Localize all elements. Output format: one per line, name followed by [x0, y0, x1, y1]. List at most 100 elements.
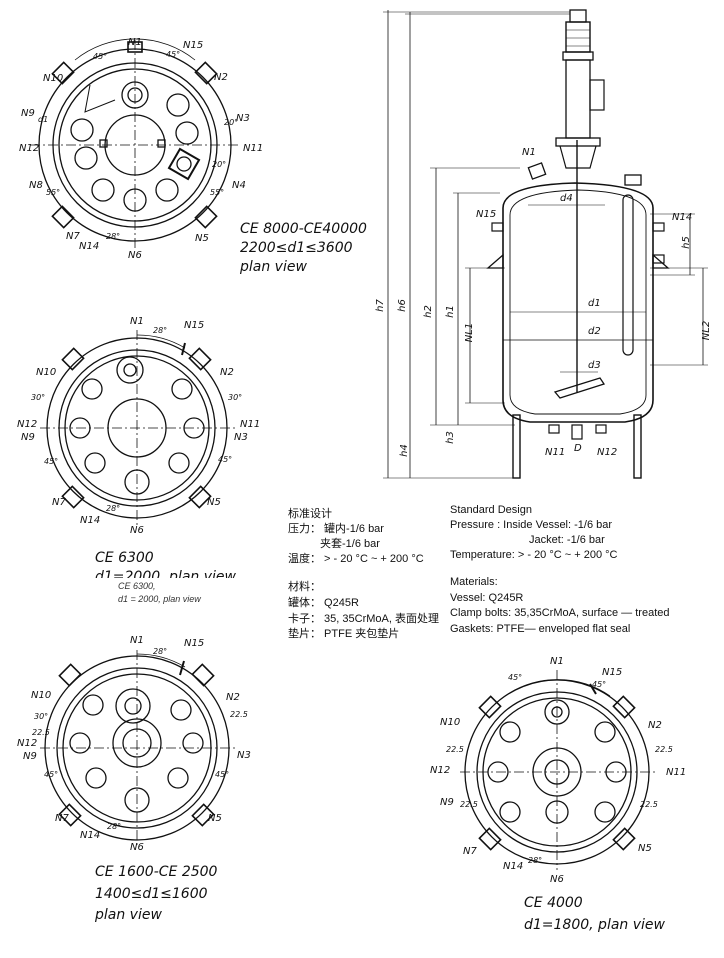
ml-angle-6: 28° — [106, 504, 121, 513]
ml-label-n3: N3 — [234, 432, 248, 443]
br-label-n5: N5 — [638, 843, 652, 854]
spec-cn-line-7: 垫片： PTFE 夹包垫片 — [288, 628, 400, 640]
flange-ports — [69, 688, 204, 813]
tl-angle-7: 28° — [106, 232, 121, 241]
bl-label-n14: N14 — [80, 830, 101, 841]
bl-label-n7: N7 — [55, 813, 69, 824]
br-angle-2: 45° — [592, 680, 607, 689]
tl-angle-2: 45° — [166, 50, 181, 59]
support-lugs — [61, 347, 212, 509]
br-label-n1: N1 — [550, 656, 564, 667]
tl-label-n6: N6 — [128, 250, 142, 261]
ml-label-n5: N5 — [207, 497, 221, 508]
tl-angle-1: 45° — [93, 52, 108, 61]
tl-label-n10: N10 — [43, 73, 64, 84]
tl-caption-2: 2200≤d1≤3600 — [240, 240, 353, 256]
el-label-n11: N11 — [545, 447, 566, 458]
bl-caption-3: plan view — [95, 907, 162, 923]
ml-label-n10: N10 — [36, 367, 57, 378]
ml-label-n2: N2 — [220, 367, 234, 378]
el-dim-h7: h7 — [374, 299, 386, 312]
br-angle-4: 22.5 — [446, 745, 464, 754]
bl-label-n3: N3 — [237, 750, 251, 761]
ml-label-n6: N6 — [130, 525, 144, 536]
ml-angle-3: 30° — [31, 393, 46, 402]
bl-label-n1: N1 — [130, 635, 144, 646]
el-label-n12: N12 — [597, 447, 618, 458]
elevation-view — [383, 9, 708, 479]
support-lugs — [51, 41, 218, 229]
tl-label-n4: N4 — [232, 180, 246, 191]
spec-en-title: Standard Design — [450, 504, 532, 516]
br-angle-6: 22.5 — [460, 800, 478, 809]
br-label-n2: N2 — [648, 720, 662, 731]
bl-angle-4: 22.5 — [32, 728, 50, 737]
spec-en-line-2: Jacket: -1/6 bar — [529, 534, 605, 546]
support-lugs — [58, 663, 215, 827]
el-label-d3: d3 — [588, 360, 601, 371]
spec-cn-line-3: 温度： > - 20 °C ~ + 200 °C — [288, 553, 424, 565]
spec-cn-line-1: 压力： 罐内-1/6 bar — [288, 523, 384, 535]
ml-label-n11: N11 — [240, 419, 261, 430]
el-label-n14: N14 — [672, 212, 693, 223]
br-label-n15: N15 — [602, 667, 623, 678]
bl-caption-2: 1400≤d1≤1600 — [95, 886, 208, 902]
br-label-n12: N12 — [430, 765, 451, 776]
ml-label-n7: N7 — [52, 497, 66, 508]
tl-angle-4: 20° — [212, 160, 227, 169]
el-dim-h2: h2 — [422, 305, 434, 318]
br-angle-5: 22.5 — [640, 800, 658, 809]
bl-label-n2: N2 — [226, 692, 240, 703]
tl-angle-3: 20° — [224, 118, 239, 127]
flange-ports — [70, 81, 199, 212]
tl-angle-5: 55° — [210, 188, 225, 197]
ml-angle-1: 28° — [153, 326, 168, 335]
ml-angle-2: 30° — [228, 393, 243, 402]
bl-label-n15: N15 — [184, 638, 205, 649]
bl-label-n6: N6 — [130, 842, 144, 853]
tl-label-n1: N1 — [128, 37, 142, 48]
ml-stamp-2: d1 = 2000, plan view — [118, 594, 201, 604]
tl-angle-6: 55° — [46, 188, 61, 197]
tl-label-n3: N3 — [236, 113, 250, 124]
bl-angle-6: 45° — [44, 770, 59, 779]
plan-view-ce1600 — [40, 650, 235, 845]
ml-angle-4: 45° — [218, 455, 233, 464]
ml-caption-2: d1=2000, plan view — [95, 569, 236, 578]
tl-label-n8: N8 — [29, 180, 43, 191]
tl-label-n15: N15 — [183, 40, 204, 51]
tl-caption-1: CE 8000-CE40000 — [240, 221, 367, 237]
tl-caption-3: plan view — [240, 259, 307, 275]
br-caption-1: CE 4000 — [524, 895, 583, 911]
bl-angle-2: 22.5 — [230, 710, 248, 719]
el-label-n15: N15 — [476, 209, 497, 220]
ml-label-n14: N14 — [80, 515, 101, 526]
el-dim-h5: h5 — [680, 236, 692, 249]
el-dim-h6: h6 — [396, 299, 408, 312]
spec-cn-line-2: 夹套-1/6 bar — [320, 538, 380, 550]
spec-en-line-1: Pressure : Inside Vessel: -1/6 bar — [450, 519, 613, 531]
spec-en-line-3: Temperature: > - 20 °C ~ + 200 °C — [450, 549, 618, 561]
bl-label-n12: N12 — [17, 738, 38, 749]
bl-angle-5: 45° — [215, 770, 230, 779]
el-label-d2: d2 — [588, 326, 601, 337]
el-dim-nl1: NL1 — [464, 322, 476, 343]
el-label-d1: d1 — [588, 298, 601, 309]
spec-cn-line-6: 卡子： 35, 35CrMoA, 表面处理 — [288, 613, 439, 625]
spec-cn-title: 标准设计 — [288, 508, 332, 520]
br-label-n14: N14 — [503, 861, 524, 872]
el-dim-h1: h1 — [444, 305, 456, 318]
br-label-n10: N10 — [440, 717, 461, 728]
bl-caption-1: CE 1600-CE 2500 — [95, 864, 218, 880]
tl-label-n2: N2 — [214, 72, 228, 83]
tl-label-n5: N5 — [195, 233, 209, 244]
plan-view-ce6300 — [40, 330, 235, 525]
spec-en-line-4: Materials: — [450, 576, 498, 588]
spec-en-line-6: Clamp bolts: 35,35CrMoA, surface — treat… — [450, 607, 670, 619]
support-lugs — [478, 695, 636, 851]
br-label-n11: N11 — [666, 767, 687, 778]
plan-view-ce8000 — [30, 38, 240, 250]
bl-label-n9: N9 — [23, 751, 37, 762]
spec-en-line-7: Gaskets: PTFE— enveloped flat seal — [450, 623, 631, 635]
